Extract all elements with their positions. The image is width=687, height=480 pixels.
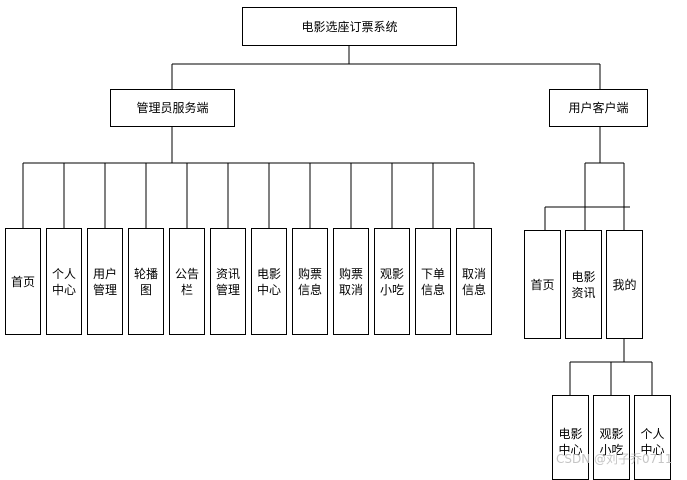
root-node-label: 电影选座订票系统 [301, 19, 398, 34]
admin-leaf-node: 观影小吃 [374, 228, 410, 335]
mine-sub-node: 观影小吃 [593, 395, 630, 480]
admin-leaf-node: 取消信息 [456, 228, 492, 335]
admin-leaf-label: 取消信息 [461, 266, 486, 297]
admin-leaf-label: 资讯管理 [215, 266, 240, 297]
user-leaf-label: 我的 [612, 277, 637, 292]
user-branch-node: 用户客户端 [549, 89, 648, 127]
admin-leaf-node: 下单信息 [415, 228, 451, 335]
admin-leaf-node: 资讯管理 [210, 228, 246, 335]
admin-leaf-node: 电影中心 [251, 228, 287, 335]
admin-leaf-label: 首页 [10, 274, 35, 289]
admin-leaf-node: 购票信息 [292, 228, 328, 335]
user-leaf-node: 我的 [606, 230, 643, 339]
user-leaf-node: 电影资讯 [565, 230, 602, 339]
admin-leaf-node: 个人中心 [46, 228, 82, 335]
mine-sub-node: 电影中心 [552, 395, 589, 480]
admin-leaf-node: 首页 [5, 228, 41, 335]
admin-leaf-label: 公告栏 [174, 266, 199, 297]
admin-branch-node: 管理员服务端 [110, 89, 235, 127]
admin-leaf-label: 个人中心 [51, 266, 76, 297]
user-leaf-label: 首页 [530, 277, 555, 292]
mine-sub-label: 个人中心 [640, 427, 665, 457]
admin-leaf-label: 电影中心 [256, 266, 281, 297]
admin-leaf-label: 轮播图 [133, 266, 158, 297]
user-leaf-label: 电影资讯 [571, 269, 596, 300]
mine-sub-node: 个人中心 [634, 395, 671, 480]
admin-leaf-node: 用户管理 [87, 228, 123, 335]
root-node: 电影选座订票系统 [242, 7, 457, 46]
admin-leaf-label: 购票取消 [338, 266, 363, 297]
admin-leaf-node: 购票取消 [333, 228, 369, 335]
admin-branch-label: 管理员服务端 [136, 101, 209, 115]
admin-leaf-node: 轮播图 [128, 228, 164, 335]
mine-sub-label: 观影小吃 [599, 427, 624, 457]
admin-leaf-label: 购票信息 [297, 266, 322, 297]
mine-sub-label: 电影中心 [558, 427, 583, 457]
watermark-text: CSDN @刘子乔0711 [556, 452, 673, 466]
user-branch-label: 用户客户端 [568, 101, 629, 115]
admin-leaf-label: 下单信息 [420, 266, 445, 297]
admin-leaf-label: 观影小吃 [379, 266, 404, 297]
admin-leaf-node: 公告栏 [169, 228, 205, 335]
admin-leaf-label: 用户管理 [92, 266, 117, 297]
user-leaf-node: 首页 [524, 230, 561, 339]
